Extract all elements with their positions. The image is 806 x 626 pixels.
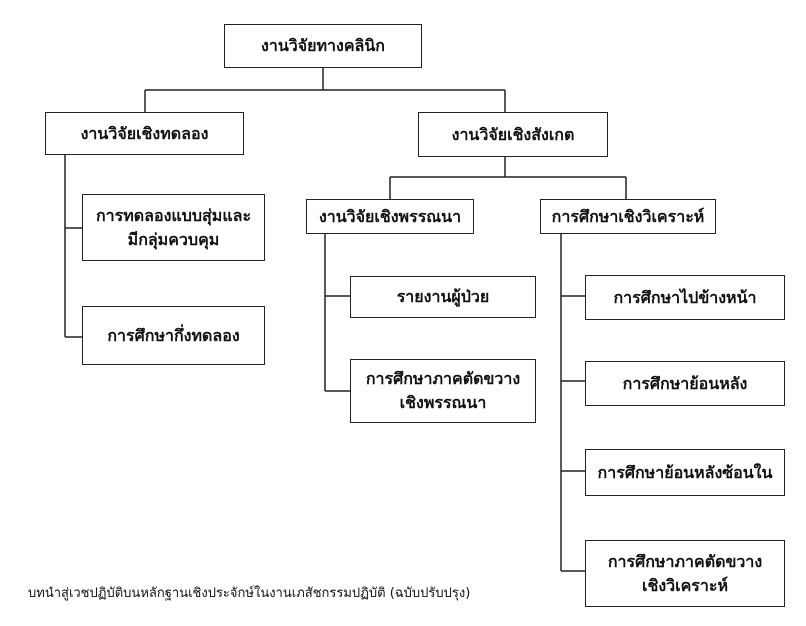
node-label-line-2: เชิงวิเคราะห์: [641, 575, 728, 595]
node-label: การศึกษากึ่งทดลอง: [107, 325, 240, 345]
node-observational-research: งานวิจัยเชิงสังเกต: [418, 112, 608, 157]
node-label: การศึกษาย้อนหลัง: [622, 373, 748, 393]
node-descriptive-research: งานวิจัยเชิงพรรณนา: [306, 199, 474, 234]
node-case-report: รายงานผู้ป่วย: [350, 276, 536, 318]
node-retrospective-study: การศึกษาย้อนหลัง: [585, 361, 785, 406]
node-quasi-experimental: การศึกษากึ่งทดลอง: [82, 306, 265, 365]
node-experimental-research: งานวิจัยเชิงทดลอง: [45, 112, 244, 155]
node-analytic-cross-sectional: การศึกษาภาคตัดขวาง เชิงวิเคราะห์: [585, 540, 785, 607]
node-label: งานวิจัยทางคลินิก: [261, 36, 385, 55]
node-descriptive-cross-sectional: การศึกษาภาคตัดขวาง เชิงพรรณนา: [350, 359, 536, 423]
node-rct: การทดลองแบบสุ่มและ มีกลุ่มควบคุม: [82, 194, 265, 261]
node-label: การศึกษาเชิงวิเคราะห์: [551, 206, 705, 226]
node-label: งานวิจัยเชิงสังเกต: [451, 124, 575, 144]
node-label-line-2: เชิงพรรณนา: [399, 393, 487, 412]
node-label: งานวิจัยเชิงทดลอง: [80, 123, 209, 143]
node-label-line-1: การทดลองแบบสุ่มและ: [95, 205, 252, 225]
footer-caption: บทนำสู่เวชปฏิบัติบนหลักฐานเชิงประจักษ์ใน…: [28, 586, 471, 601]
node-label-line-1: การศึกษาภาคตัดขวาง: [607, 551, 763, 571]
node-label: การศึกษาไปข้างหน้า: [613, 287, 757, 307]
node-analytic-study: การศึกษาเชิงวิเคราะห์: [540, 199, 716, 234]
node-label: รายงานผู้ป่วย: [396, 287, 490, 306]
node-label: งานวิจัยเชิงพรรณนา: [318, 206, 462, 226]
node-label-line-2: มีกลุ่มควบคุม: [127, 229, 220, 249]
node-label-line-1: การศึกษาภาคตัดขวาง: [365, 369, 521, 388]
node-prospective-study: การศึกษาไปข้างหน้า: [585, 275, 785, 320]
node-label: การศึกษาย้อนหลังซ้อนใน: [597, 462, 773, 482]
node-nested-retrospective-study: การศึกษาย้อนหลังซ้อนใน: [585, 449, 785, 496]
node-clinical-research: งานวิจัยทางคลินิก: [224, 24, 422, 68]
